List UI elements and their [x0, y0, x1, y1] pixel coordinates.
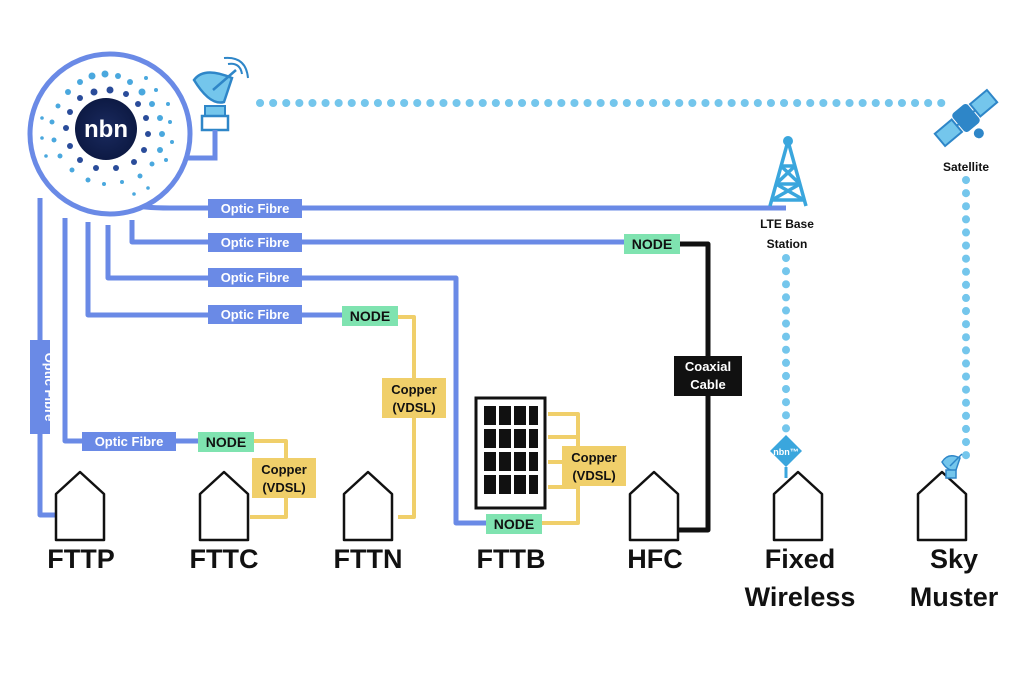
node-hfc: NODE — [624, 234, 680, 254]
fibre-line-hfc — [129, 220, 624, 245]
category-fixed-wireless-line2: Wireless — [745, 582, 856, 612]
optic-fibre-label-vertical: Optic Fibre — [30, 340, 57, 434]
logo-center — [75, 98, 137, 160]
satellite-icon — [933, 88, 999, 148]
optic-fibre-label-2: Optic Fibre — [208, 233, 302, 252]
satellite-label: Satellite — [943, 160, 989, 174]
logo-text: nbn — [84, 116, 128, 143]
svg-text:Optic Fibre: Optic Fibre — [221, 235, 290, 250]
house-fttn-icon — [342, 470, 394, 542]
category-fixed-wireless-line1: Fixed — [765, 544, 836, 574]
copper-label-fttn: Copper (VDSL) — [382, 378, 446, 418]
lte-label-line2: Station — [767, 237, 808, 251]
fttb-building-icon — [474, 396, 547, 510]
optic-fibre-label-4: Optic Fibre — [208, 305, 302, 324]
coax-label: Coaxial Cable — [674, 356, 742, 396]
svg-text:(VDSL): (VDSL) — [572, 468, 615, 483]
ground-dish-icon — [186, 56, 249, 161]
optic-fibre-label-3: Optic Fibre — [208, 268, 302, 287]
houses — [54, 470, 968, 542]
category-fttc: FTTC — [190, 544, 259, 574]
fibre-line-fttb — [105, 225, 486, 526]
category-fttb: FTTB — [477, 544, 546, 574]
optic-fibre-label-1: Optic Fibre — [208, 199, 302, 218]
fibre-line-fttc — [62, 218, 198, 444]
node-fttb: NODE — [486, 514, 542, 534]
category-hfc: HFC — [627, 544, 683, 574]
optic-fibre-label-5: Optic Fibre — [82, 432, 176, 451]
svg-text:Optic Fibre: Optic Fibre — [221, 307, 290, 322]
svg-text:NODE: NODE — [206, 434, 246, 450]
logo-dots — [40, 70, 174, 196]
svg-text:nbn™: nbn™ — [773, 447, 799, 457]
lte-tower-icon — [768, 136, 808, 207]
category-fttn: FTTN — [334, 544, 403, 574]
svg-text:Optic Fibre: Optic Fibre — [221, 270, 290, 285]
satellite-links — [256, 99, 970, 466]
node-fttn: NODE — [342, 306, 398, 326]
house-sky-muster-icon — [916, 470, 968, 542]
category-sky-muster-line1: Sky — [930, 544, 978, 574]
svg-text:NODE: NODE — [350, 308, 390, 324]
fibre-line-fttp — [37, 198, 62, 518]
fibre-lines — [37, 197, 786, 526]
house-fixed-wireless-icon — [772, 470, 824, 542]
copper-label-fttb: Copper (VDSL) — [562, 446, 626, 486]
logo-inner-dots — [63, 86, 151, 171]
svg-text:Cable: Cable — [690, 377, 725, 392]
svg-text:Optic Fibre: Optic Fibre — [95, 434, 164, 449]
svg-text:(VDSL): (VDSL) — [262, 480, 305, 495]
svg-text:Optic Fibre: Optic Fibre — [42, 353, 57, 422]
house-hfc-icon — [628, 470, 680, 542]
svg-text:Optic Fibre: Optic Fibre — [221, 201, 290, 216]
svg-text:Copper: Copper — [391, 382, 437, 397]
lte-label-line1: LTE Base — [760, 217, 814, 231]
house-fttc-icon — [198, 470, 250, 542]
category-fttp: FTTP — [47, 544, 115, 574]
small-dish-icon — [941, 453, 963, 479]
svg-text:(VDSL): (VDSL) — [392, 400, 435, 415]
nbn-logo: nbn — [27, 51, 193, 217]
svg-text:Copper: Copper — [571, 450, 617, 465]
category-sky-muster-line2: Muster — [910, 582, 999, 612]
node-fttc: NODE — [198, 432, 254, 452]
svg-text:Coaxial: Coaxial — [685, 359, 731, 374]
nbn-antenna-icon: nbn™ — [770, 435, 802, 478]
house-fttp-icon — [54, 470, 106, 542]
svg-text:Copper: Copper — [261, 462, 307, 477]
copper-label-fttc: Copper (VDSL) — [252, 458, 316, 498]
svg-text:NODE: NODE — [494, 516, 534, 532]
svg-text:NODE: NODE — [632, 236, 672, 252]
